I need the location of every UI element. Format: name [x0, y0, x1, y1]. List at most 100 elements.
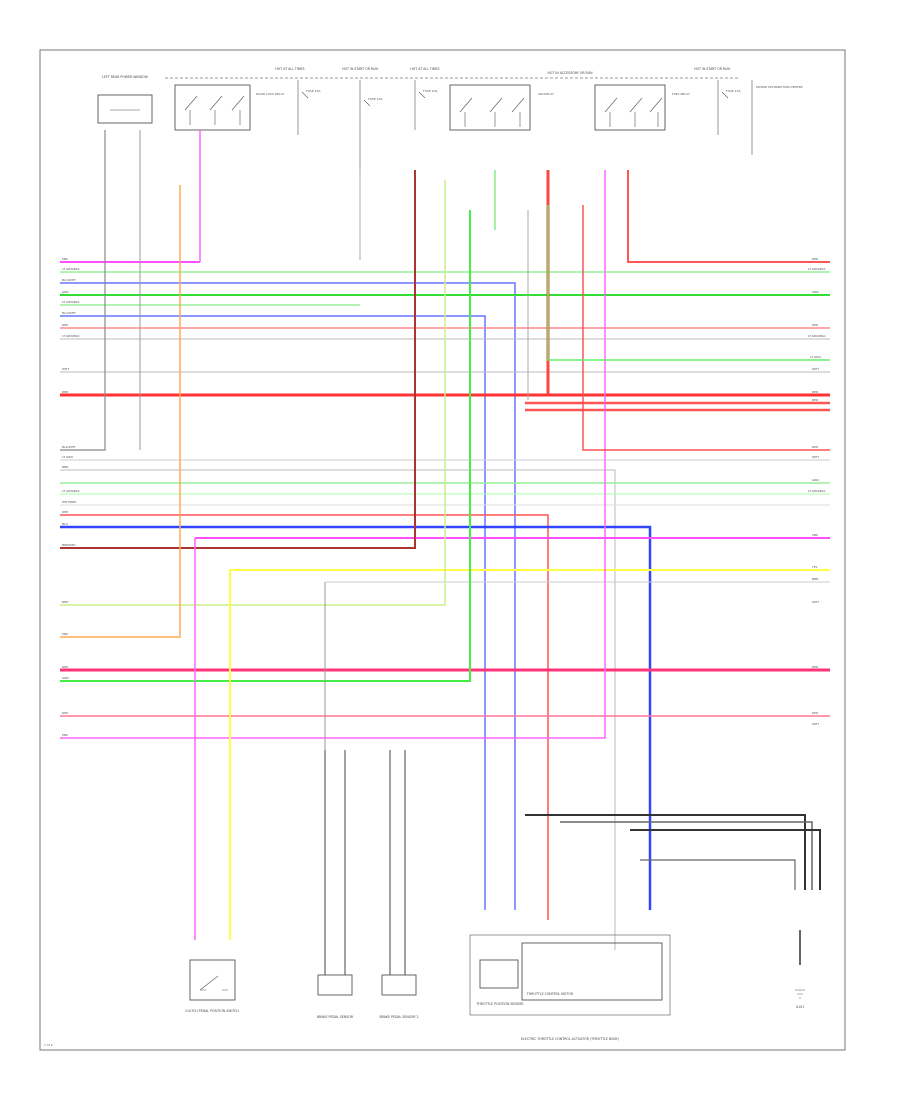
horizontal-wires: [60, 130, 830, 950]
bottom-vertical-sensor-wires: [324, 750, 406, 975]
wire-label-left: GRN: [62, 676, 69, 680]
throttle-sensor-label: THROTTLE POSITION SENSOR: [475, 1002, 524, 1006]
wire-label-left: BRN/RED: [62, 543, 76, 547]
wire-label-right: LT GRN/BLK: [808, 334, 826, 338]
wire-blue-2: [60, 315, 486, 910]
throttle-motor-label: THROTTLE CONTROL MOTOR: [526, 992, 574, 996]
left-block-label: LEFT REAR POWER WINDOW: [102, 75, 148, 79]
header-label-2: HOT IN START OR RUN: [342, 67, 378, 71]
wire-label-left: RED: [62, 390, 69, 394]
fuse-2-label: FUSE 10A: [368, 97, 383, 101]
throttle-actuator-assembly: THROTTLE POSITION SENSOR THROTTLE CONTRO…: [469, 934, 671, 1041]
wire-label-left: BLK/WHT: [62, 445, 76, 449]
wire-red-v2: [582, 205, 830, 451]
left-wire-labels: PNK LT GRN/BLK BLU/WHT GRN LT GRN/BLK BL…: [62, 257, 80, 737]
wire-label-left: WHT: [62, 367, 69, 371]
wire-label-right: RED: [812, 390, 819, 394]
relay-2-label: IGN RELAY: [538, 92, 554, 96]
header-label-3: HOT AT ALL TIMES: [410, 67, 439, 71]
wire-label-left: RED: [62, 323, 69, 327]
wire-label-right: RED: [812, 445, 819, 449]
wire-red-v3: [627, 170, 830, 263]
wire-label-right: GRN: [812, 478, 819, 482]
wire-orange-1: [60, 185, 181, 638]
brake-pedal-sensor-2: BRAKE PEDAL SENSOR 2: [379, 974, 419, 1019]
sensor-1-label: BRAKE PEDAL SENSOR: [317, 1015, 354, 1019]
right-wire-labels: RED LT GRN/BLK GRN RED LT GRN/BLK LT GRN…: [808, 257, 826, 726]
fuse-3-label: FUSE 20A: [423, 89, 438, 93]
wire-label-right: WHT: [812, 722, 819, 726]
wire-label-right: YEL: [812, 565, 818, 569]
sensor-2-label: BRAKE PEDAL SENSOR 2: [379, 1015, 418, 1019]
wire-label-left: LT GRN/BLK: [62, 334, 80, 338]
actuator-label: ELECTRIC THROTTLE CONTROL ACTUATOR (THRO…: [521, 1037, 619, 1041]
ign-relay: IGN RELAY: [449, 84, 554, 131]
clutch-pedal-switch: CLUTCH PEDAL POSITION SWITCH: [185, 959, 239, 1013]
wire-label-left: BLU/WHT: [62, 311, 76, 315]
wire-label-left: RED: [62, 711, 69, 715]
relay-3-label: FUEL RELAY: [672, 92, 690, 96]
wire-green-v2: [547, 205, 830, 361]
wire-green-6: [60, 180, 446, 606]
clutch-switch-label: CLUTCH PEDAL POSITION SWITCH: [185, 1009, 239, 1013]
wire-gray-5: [60, 469, 616, 950]
wire-label-right: LT GRN: [810, 355, 821, 359]
header-label-5: HOT IN START OR RUN: [694, 67, 730, 71]
fuse-1-label: FUSE 15A: [306, 89, 321, 93]
wire-label-left: GRN: [62, 290, 69, 294]
wire-blue-1: [60, 282, 516, 910]
fuse-4-label: FUSE 15A: [726, 89, 741, 93]
wire-label-left: PNK: [62, 733, 69, 737]
fuel-relay: FUEL RELAY: [594, 84, 690, 131]
left-rear-window-module: LEFT REAR POWER WINDOW: [97, 75, 153, 124]
ground-g101: G101: [795, 989, 805, 1009]
wire-label-left: RED: [62, 665, 69, 669]
wire-label-right: GRN: [812, 290, 819, 294]
wire-green-7: [60, 210, 471, 682]
wire-label-right: PNK: [812, 533, 819, 537]
brake-pedal-sensor-1: BRAKE PEDAL SENSOR: [317, 974, 354, 1019]
ground-harness: [525, 814, 821, 965]
wire-label-right: RED: [812, 323, 819, 327]
wire-label-right: LT GRN/BLK: [808, 489, 826, 493]
wire-label-left: BRN: [62, 465, 68, 469]
wire-label-right: WHT: [812, 367, 819, 371]
fuse-15a-1: FUSE 15A: [297, 80, 321, 135]
wire-label-left: RED: [62, 600, 69, 604]
wire-label-left: LT GRN/BLK: [62, 267, 80, 271]
wire-label-left: PNK: [62, 632, 69, 636]
page-reference: 1 of 2: [44, 1043, 53, 1047]
wire-label-right: LT GRN/BLK: [808, 267, 826, 271]
power-distribution-block: POWER DISTRIBUTION CENTER: [751, 80, 803, 155]
wire-label-right: RED: [812, 257, 819, 261]
wire-label-left: BLU/WHT: [62, 278, 76, 282]
fuse-10a: FUSE 10A: [359, 80, 383, 170]
vertical-wires: [139, 130, 830, 940]
wire-gray-3: [60, 130, 106, 451]
wire-label-right: WHT: [812, 455, 819, 459]
diagram-frame: [39, 49, 846, 1051]
wire-label-left: PNK: [62, 257, 69, 261]
wire-label-left: WHT/RED: [62, 500, 77, 504]
wire-label-left: LT GRN/BLK: [62, 489, 80, 493]
wire-label-left: LT GRN/BLK: [62, 300, 80, 304]
fuse-20a: FUSE 20A: [414, 80, 438, 130]
header-label-4: HOT IN ACCESSORY OR RUN: [548, 71, 594, 75]
relay-1-label: DOOR LOCK RELAY: [256, 92, 285, 96]
fuse-15a-2: FUSE 15A: [717, 80, 741, 135]
wire-label-right: RED: [812, 398, 819, 402]
wire-label-left: RED: [62, 510, 69, 514]
wire-label-right: BRN: [812, 577, 818, 581]
right-block-label: POWER DISTRIBUTION CENTER: [756, 85, 803, 89]
wire-label-left: LT GRN: [62, 455, 73, 459]
door-lock-relay: DOOR LOCK RELAY: [174, 84, 285, 131]
wire-label-right: RED: [812, 711, 819, 715]
wire-label-right: WHT: [812, 600, 819, 604]
wire-pink-3: [60, 170, 606, 739]
header-label-1: HOT AT ALL TIMES: [275, 67, 304, 71]
wire-red-5: [60, 514, 549, 920]
wire-blue-3: [60, 525, 652, 910]
ground-label: G101: [796, 1005, 805, 1009]
wire-label-right: RED: [812, 665, 819, 669]
